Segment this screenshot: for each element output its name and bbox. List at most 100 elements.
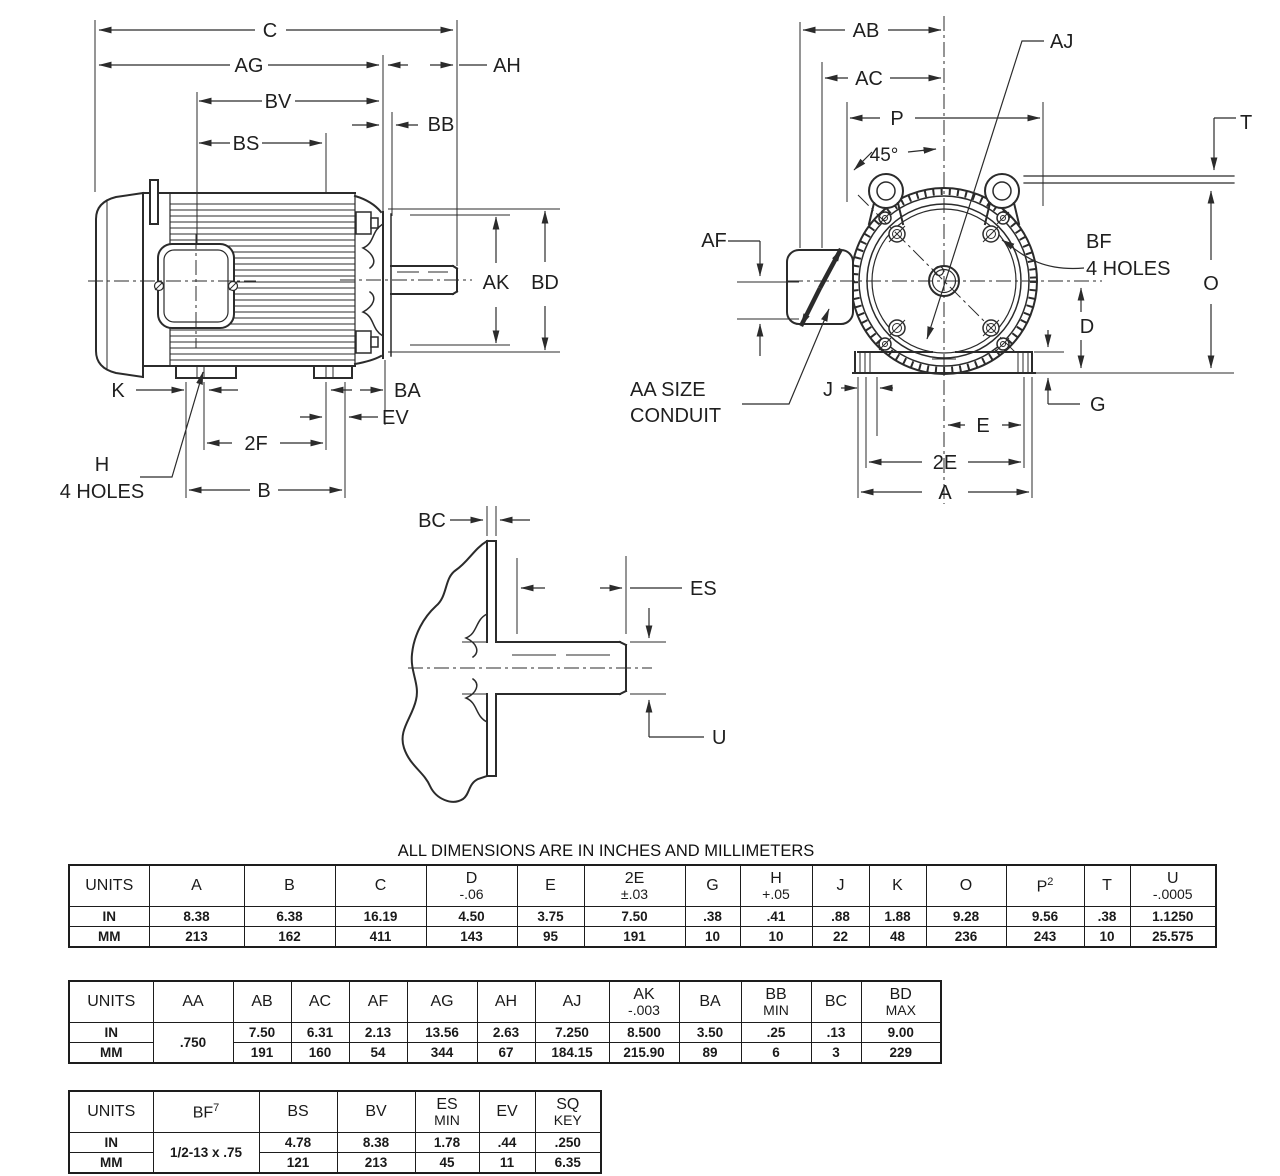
dim-label-ak: AK — [483, 272, 510, 294]
column-header-af: AF — [348, 980, 408, 1023]
row-label: MM — [68, 1152, 154, 1174]
value-cell: 22 — [811, 926, 870, 948]
lifting-lugs — [867, 173, 1021, 226]
dim-label-bs: BS — [233, 133, 260, 155]
dim-label-h: H — [95, 454, 109, 476]
column-header-g: G — [684, 864, 741, 907]
value-cell: 6 — [740, 1042, 812, 1064]
dim-label-bb: BB — [428, 114, 455, 136]
value-cell: 143 — [425, 926, 518, 948]
value-cell: 7.50 — [232, 1022, 292, 1043]
column-header-j: J — [811, 864, 870, 907]
value-cell: .38 — [1083, 906, 1131, 927]
value-cell: 411 — [334, 926, 427, 948]
dim-label-g: G — [1090, 394, 1106, 416]
dim-label-2f: 2F — [244, 433, 267, 455]
row-label: MM — [68, 1042, 154, 1064]
column-header-a: A — [148, 864, 245, 907]
value-cell: 89 — [678, 1042, 742, 1064]
value-cell: 2.13 — [348, 1022, 408, 1043]
value-cell: 45 — [414, 1152, 480, 1174]
side-view: C AG AH BV BB BS — [60, 20, 560, 503]
value-cell: .25 — [740, 1022, 812, 1043]
value-cell: 243 — [1005, 926, 1085, 948]
front-view: AB AC P 45° AJ AF AA SIZE CONDUIT BF 4 H… — [630, 16, 1252, 504]
dim-label-bc: BC — [418, 510, 446, 532]
value-cell: .38 — [684, 906, 741, 927]
value-cell: 8.38 — [336, 1132, 416, 1153]
dim-label-bd: BD — [531, 272, 559, 294]
value-cell: 9.28 — [925, 906, 1007, 927]
dim-label-45: 45° — [870, 145, 899, 166]
row-label: IN — [68, 1022, 154, 1043]
value-cell: 3 — [810, 1042, 862, 1064]
column-header-b: B — [243, 864, 336, 907]
value-cell: 236 — [925, 926, 1007, 948]
value-cell: 160 — [290, 1042, 350, 1064]
value-cell: 7.50 — [583, 906, 686, 927]
label-aa-size: AA SIZE — [630, 379, 706, 401]
dim-label-ac: AC — [855, 68, 883, 90]
flange-screws — [878, 211, 1010, 351]
dim-label-aj: AJ — [1050, 31, 1073, 53]
shaft-detail-view: BC ES U — [401, 506, 726, 803]
column-header-ak: AK-.003 — [608, 980, 680, 1023]
value-cell: 16.19 — [334, 906, 427, 927]
value-cell: 10 — [1083, 926, 1131, 948]
dim-label-b: B — [257, 480, 270, 502]
dim-label-ev: EV — [382, 407, 409, 429]
dim-label-bf-holes: 4 HOLES — [1086, 258, 1170, 280]
value-cell: 1.1250 — [1129, 906, 1217, 927]
column-header-o: O — [925, 864, 1007, 907]
dim-label-ah: AH — [493, 55, 521, 77]
value-cell: 162 — [243, 926, 336, 948]
value-cell: .88 — [811, 906, 870, 927]
dim-label-c: C — [263, 20, 277, 42]
column-header-h: H+.05 — [739, 864, 813, 907]
dim-label-o: O — [1203, 273, 1219, 295]
value-cell: 4.78 — [258, 1132, 338, 1153]
column-header-bv: BV — [336, 1090, 416, 1133]
value-cell: 121 — [258, 1152, 338, 1174]
column-header-2e: 2E±.03 — [583, 864, 686, 907]
dim-label-ag: AG — [235, 55, 264, 77]
value-cell: 1/2-13 x .75 — [152, 1132, 260, 1174]
value-cell: 6.35 — [534, 1152, 602, 1174]
column-header-ag: AG — [406, 980, 478, 1023]
value-cell: 3.50 — [678, 1022, 742, 1043]
value-cell: 48 — [868, 926, 927, 948]
label-aa-conduit: CONDUIT — [630, 405, 721, 427]
dim-label-bf: BF — [1086, 231, 1112, 253]
column-header-d: D-.06 — [425, 864, 518, 907]
value-cell: .44 — [478, 1132, 536, 1153]
column-header-bs: BS — [258, 1090, 338, 1133]
column-header-ev: EV — [478, 1090, 536, 1133]
eye-bolt — [149, 179, 159, 225]
dim-label-j: J — [823, 379, 833, 401]
column-header-units: UNITS — [68, 864, 150, 907]
dim-label-ab: AB — [853, 20, 880, 42]
column-header-ab: AB — [232, 980, 292, 1023]
dim-label-d: D — [1080, 316, 1094, 338]
value-cell: 2.63 — [476, 1022, 536, 1043]
technical-drawing: C AG AH BV BB BS — [60, 16, 1252, 803]
value-cell: 213 — [336, 1152, 416, 1174]
value-cell: 95 — [516, 926, 585, 948]
column-header-e: E — [516, 864, 585, 907]
column-header-bc: BC — [810, 980, 862, 1023]
value-cell: .41 — [739, 906, 813, 927]
column-header-p: P2 — [1005, 864, 1085, 907]
value-cell: 10 — [739, 926, 813, 948]
value-cell: 10 — [684, 926, 741, 948]
value-cell: 54 — [348, 1042, 408, 1064]
row-label: MM — [68, 926, 150, 948]
value-cell: .750 — [152, 1022, 234, 1064]
column-header-aa: AA — [152, 980, 234, 1023]
